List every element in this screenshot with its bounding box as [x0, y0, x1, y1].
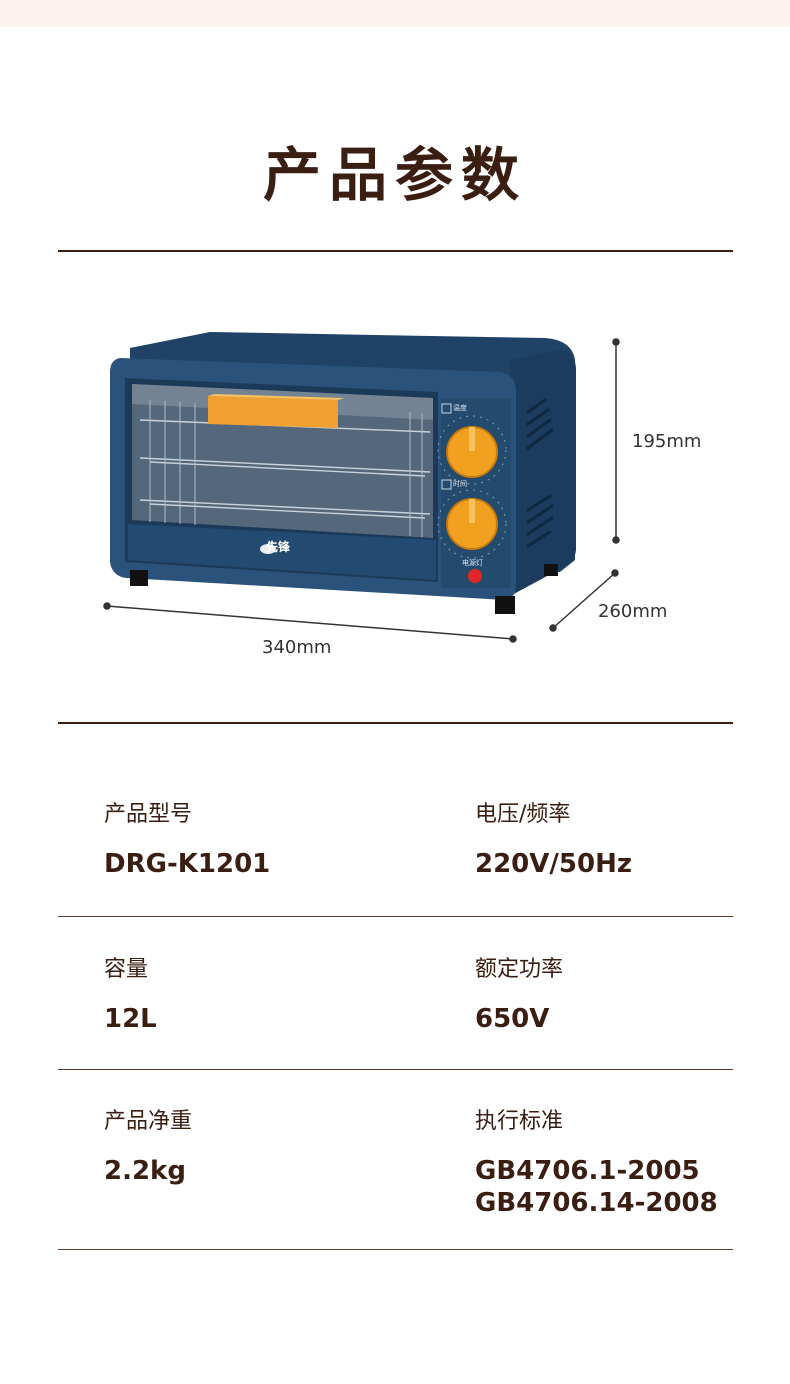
power-light-icon [468, 569, 482, 583]
row-divider [58, 1069, 733, 1070]
spec-value: DRG-K1201 [104, 849, 271, 879]
spec-value: 2.2kg [104, 1156, 186, 1186]
spec-label: 容量 [104, 957, 149, 982]
temp-icon [441, 403, 452, 414]
depth-dimension-line [552, 572, 616, 629]
top-band [0, 0, 790, 27]
spec-label: 产品净重 [104, 1109, 193, 1134]
spec-standard: 执行标准 GB4706.1-2005 GB4706.14-2008 [475, 1107, 718, 1219]
oven-foot [130, 570, 148, 586]
oven-side [510, 350, 576, 596]
spec-model: 产品型号 DRG-K1201 [104, 800, 270, 880]
spec-value: 220V/50Hz [475, 849, 632, 879]
spec-label: 电压/频率 [475, 802, 571, 827]
spec-voltage: 电压/频率 220V/50Hz [475, 800, 632, 880]
power-light-label: 电源灯 [462, 559, 483, 567]
spec-label: 产品型号 [104, 802, 193, 827]
product-figure: 先锋 温度 时间 电源灯 195mm 260mm 340mm [0, 300, 790, 690]
bottom-divider [58, 1249, 733, 1250]
spec-capacity: 容量 12L [104, 955, 157, 1035]
width-dimension-label: 340mm [262, 637, 332, 658]
brand-text: 先锋 [266, 540, 291, 554]
spec-value: 650V [475, 1004, 550, 1034]
oven-foot [544, 564, 558, 576]
row-divider [58, 916, 733, 917]
dimension-lines [103, 338, 620, 643]
temp-knob-label: 温度 [453, 404, 467, 412]
title-divider [58, 250, 733, 252]
oven-foot [495, 596, 515, 614]
toaster-oven-illustration [103, 332, 620, 643]
door-handle [208, 396, 338, 428]
side-vents [526, 398, 554, 548]
timer-icon [441, 479, 452, 490]
spec-weight: 产品净重 2.2kg [104, 1107, 192, 1187]
temperature-knob [447, 427, 497, 477]
oven-racks [139, 419, 431, 519]
brand-logo-icon [260, 544, 276, 554]
height-dimension-label: 195mm [632, 431, 702, 452]
depth-dimension-label: 260mm [598, 601, 668, 622]
timer-knob-label: 时间 [453, 480, 467, 488]
spec-label: 额定功率 [475, 957, 564, 982]
width-dimension-line [106, 605, 514, 640]
timer-knob [447, 499, 497, 549]
spec-value: 12L [104, 1004, 157, 1034]
page-title: 产品参数 [262, 141, 527, 209]
spec-power: 额定功率 650V [475, 955, 563, 1035]
spec-label: 执行标准 [475, 1109, 564, 1134]
spec-value: GB4706.1-2005 GB4706.14-2008 [475, 1156, 718, 1218]
figure-divider [58, 722, 733, 724]
